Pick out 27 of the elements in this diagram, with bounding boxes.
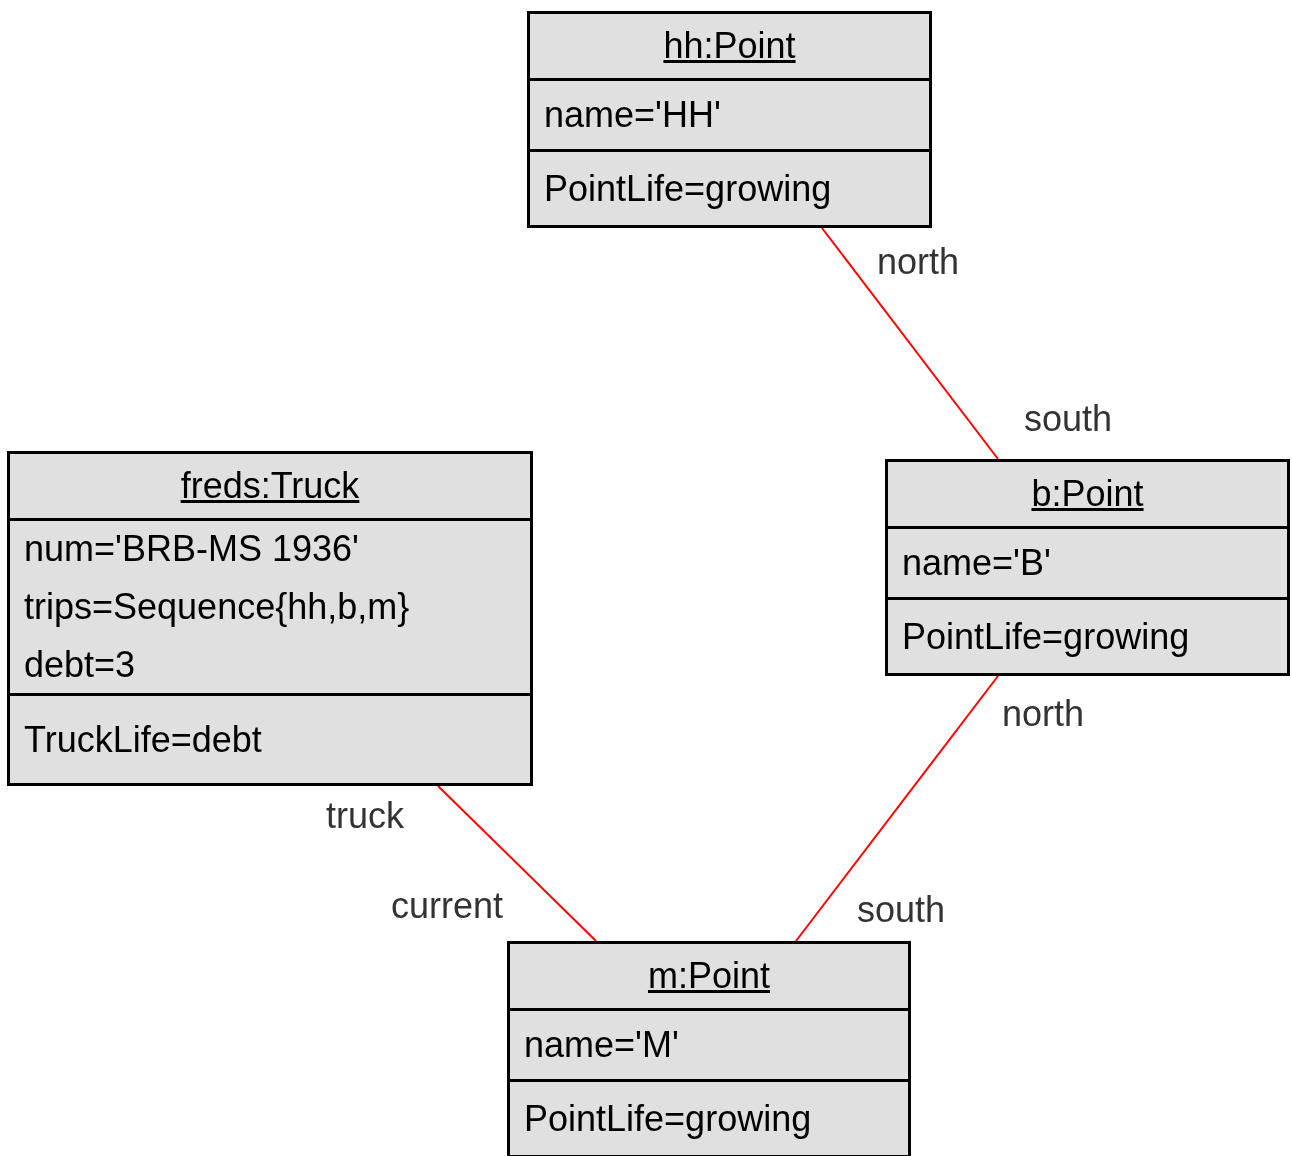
object-name: b:Point: [1031, 476, 1144, 512]
object-name: freds:Truck: [180, 468, 360, 504]
object-box: [507, 941, 911, 1156]
object-name: m:Point: [647, 958, 770, 994]
role-label: south: [1024, 397, 1113, 441]
attribute-text: debt=3: [24, 643, 137, 687]
role-label: south: [857, 888, 946, 932]
attribute-text: TruckLife=debt: [24, 717, 263, 762]
role-label: north: [1002, 692, 1085, 736]
object-name: hh:Point: [663, 28, 796, 64]
role-label: truck: [326, 794, 404, 838]
role-label: current: [391, 884, 504, 928]
association-line: [821, 227, 999, 460]
attribute-text: num='BRB-MS 1936': [24, 527, 360, 571]
role-label: north: [877, 240, 960, 284]
association-line: [437, 785, 597, 942]
object-box: [7, 451, 533, 786]
attribute-text: PointLife=growing: [524, 1096, 813, 1141]
attribute-text: name='HH': [544, 93, 722, 137]
attribute-text: PointLife=growing: [544, 166, 833, 211]
object-box: [885, 459, 1290, 676]
object-box: [527, 11, 932, 228]
attribute-text: trips=Sequence{hh,b,m}: [24, 585, 411, 629]
attribute-text: name='M': [524, 1023, 680, 1067]
attribute-text: name='B': [902, 541, 1052, 585]
association-line: [795, 675, 999, 942]
attribute-text: PointLife=growing: [902, 614, 1191, 659]
